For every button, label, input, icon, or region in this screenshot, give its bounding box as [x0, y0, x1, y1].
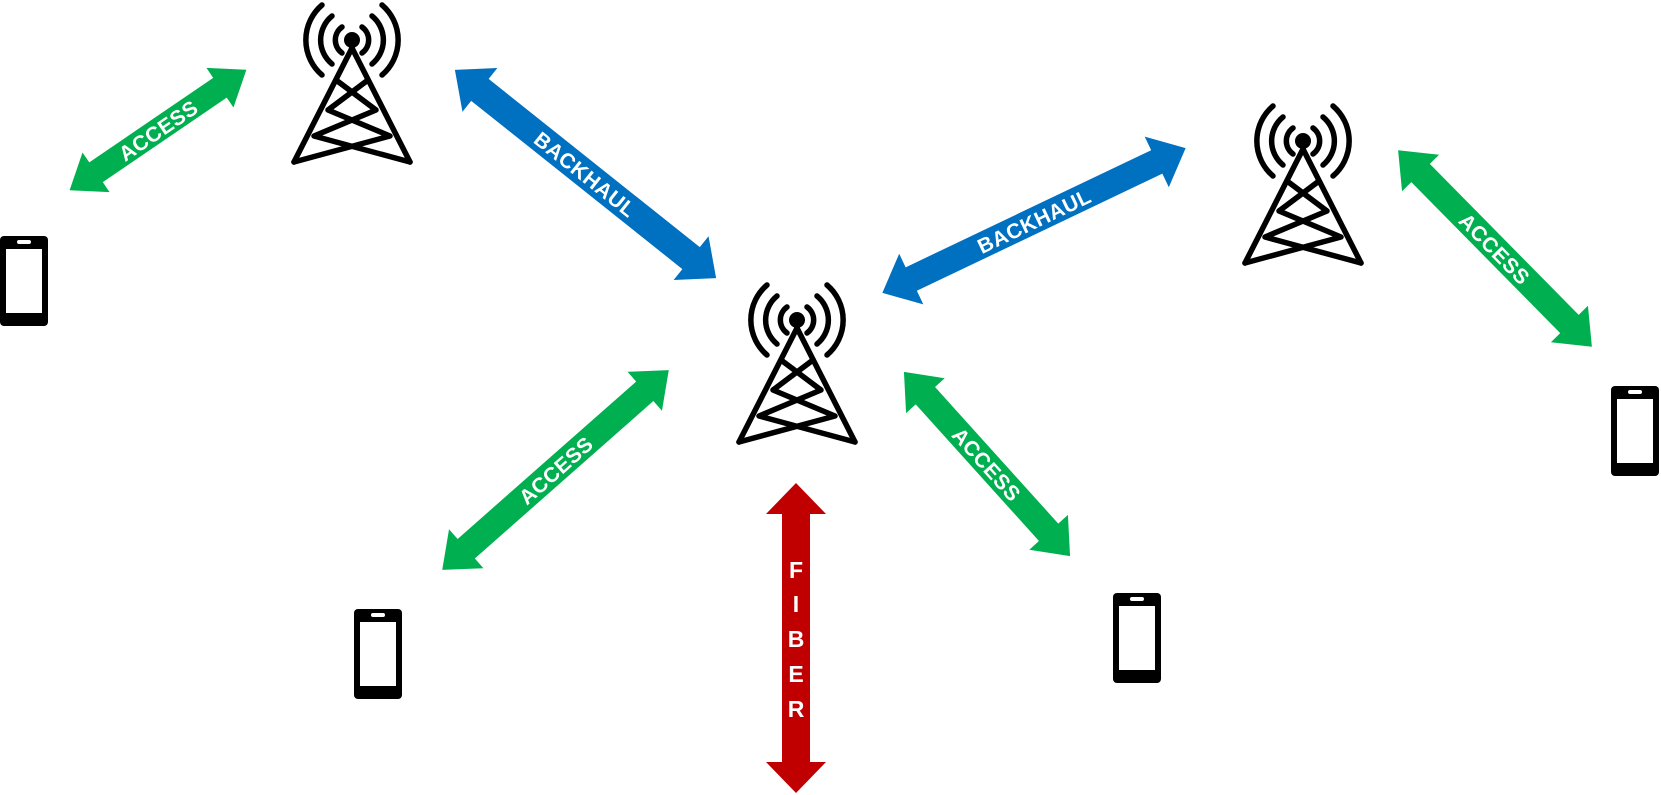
backhaul-arrow-right: BACKHAUL	[882, 136, 1186, 305]
smartphone-icon	[1611, 386, 1659, 476]
fiber-letter-f: F	[789, 557, 803, 583]
access-arrow-shape	[442, 370, 669, 570]
fiber-letter-b: B	[788, 626, 805, 652]
fiber-letter-r: R	[788, 696, 805, 722]
backhaul-arrow-left: BACKHAUL	[454, 67, 717, 281]
cell-tower-icon	[294, 5, 410, 162]
fiber-arrow-shape	[766, 483, 826, 793]
access-arrow-shape	[903, 371, 1071, 557]
access-label: ACCESS	[1454, 209, 1534, 290]
access-arrow-bottom-left: ACCESS	[442, 370, 669, 570]
backhaul-label: BACKHAUL	[529, 128, 640, 223]
access-arrow-shape	[69, 67, 247, 193]
access-label: ACCESS	[515, 433, 598, 510]
backhaul-arrow-shape	[454, 67, 717, 281]
access-label: ACCESS	[947, 424, 1025, 507]
smartphone-icon	[1113, 593, 1161, 683]
access-label: ACCESS	[115, 96, 203, 166]
access-arrow-top-left: ACCESS	[69, 67, 247, 193]
smartphone-icon	[354, 609, 402, 699]
smartphone-icon	[0, 236, 48, 326]
access-arrow-right: ACCESS	[1398, 150, 1592, 347]
fiber-arrow: F I B E R	[766, 483, 826, 793]
access-arrow-shape	[1398, 150, 1592, 347]
access-arrow-bottom-right: ACCESS	[903, 371, 1071, 557]
cell-tower-icon	[739, 285, 855, 442]
backhaul-arrow-shape	[882, 136, 1186, 305]
fiber-letter-i: I	[793, 591, 799, 617]
fiber-letter-e: E	[788, 661, 803, 687]
backhaul-label: BACKHAUL	[974, 185, 1095, 259]
cell-tower-icon	[1245, 106, 1361, 263]
